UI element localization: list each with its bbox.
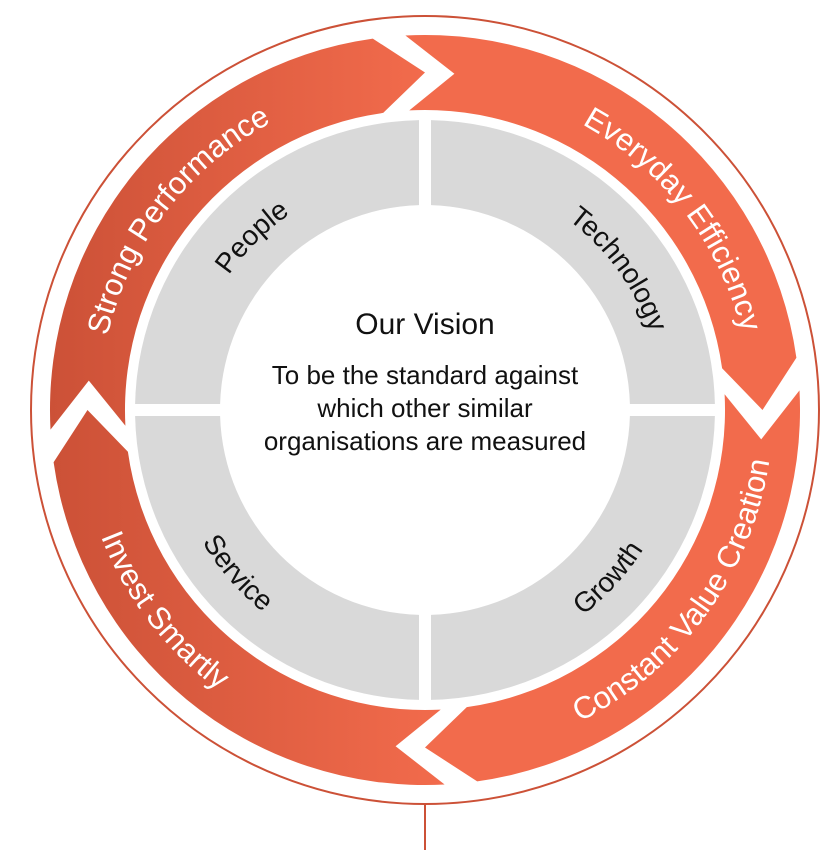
outer-segment-invest-smartly — [53, 410, 445, 786]
vision-center: Our Vision To be the standard against wh… — [255, 305, 595, 458]
vision-statement: To be the standard against which other s… — [263, 360, 587, 456]
outer-segment-everyday-efficiency — [405, 34, 797, 411]
inner-segment-growth — [431, 416, 715, 700]
outer-segment-constant-value-creation — [425, 390, 801, 782]
inner-segment-people — [135, 120, 419, 404]
inner-segment-service — [135, 416, 419, 700]
outer-segment-strong-performance — [49, 38, 426, 430]
inner-segment-technology — [431, 120, 715, 404]
vision-title: Our Vision — [355, 308, 495, 341]
